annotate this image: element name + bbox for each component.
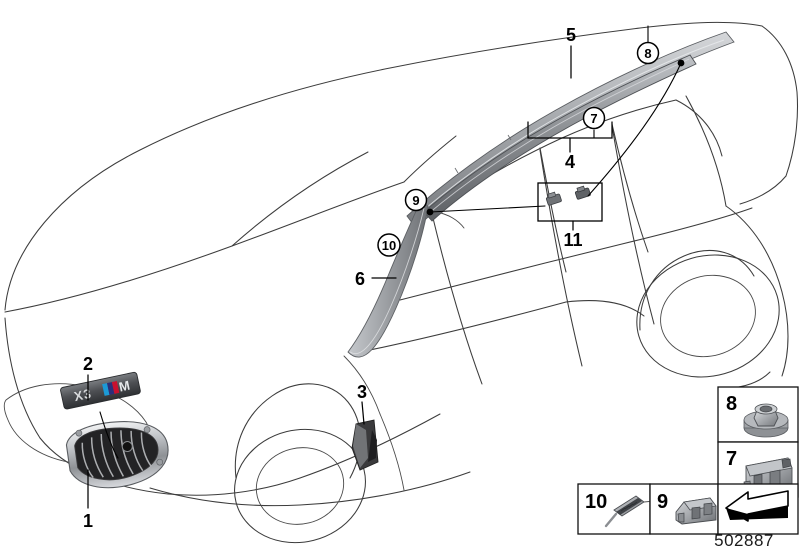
body-clip-left <box>545 191 562 206</box>
svg-text:M: M <box>118 378 132 395</box>
kidney-grille-part <box>65 421 169 489</box>
callout-6[interactable]: 6 <box>355 269 397 289</box>
callout-3-label: 3 <box>357 382 367 402</box>
anchor-dot-pillar <box>426 205 546 216</box>
direction-arrow-icon <box>725 490 789 522</box>
callout-1-label: 1 <box>83 511 93 531</box>
callout-1[interactable]: 1 <box>83 469 93 531</box>
flange-nut-icon <box>743 403 789 438</box>
legend-cell-8[interactable]: 8 <box>717 386 799 443</box>
callout-9[interactable]: 9 <box>404 188 428 212</box>
callout-10[interactable]: 10 <box>377 233 401 257</box>
callout-2[interactable]: 2 <box>83 354 119 459</box>
legend-cell-8-label: 8 <box>726 393 737 415</box>
body-clip-right <box>574 185 591 200</box>
callout-10-label: 10 <box>382 238 396 253</box>
callout-11-label: 11 <box>563 230 582 250</box>
callout-7-label: 7 <box>590 111 597 126</box>
legend-cell-10-label: 10 <box>585 491 607 513</box>
inset-box-11 <box>537 182 603 222</box>
callout-4-label: 4 <box>565 152 575 172</box>
pillar-trim-wedge-part <box>351 419 379 471</box>
callout-9-label: 9 <box>412 193 419 208</box>
legend-cell-9[interactable]: 9 <box>649 483 719 535</box>
callout-5[interactable]: 5 <box>566 25 576 79</box>
legend-cell-10[interactable]: 10 <box>577 483 655 535</box>
pillar-clip-icon <box>675 497 717 525</box>
legend-cell-9-label: 9 <box>657 491 668 513</box>
callout-10-ring <box>377 233 401 257</box>
callout-6-label: 6 <box>355 269 365 289</box>
legend-cell-arrow[interactable] <box>717 483 799 535</box>
callout-4[interactable]: 4 <box>527 121 613 172</box>
callout-9-ring <box>404 188 428 212</box>
callout-7-ring <box>582 106 606 130</box>
trim-retainer-icon <box>604 495 655 528</box>
diagram-id: 502887 <box>714 531 774 550</box>
callout-2-label: 2 <box>83 354 93 374</box>
callout-8-label: 8 <box>644 46 651 61</box>
roof-rail-lower-part <box>423 54 697 222</box>
callout-3[interactable]: 3 <box>357 382 367 425</box>
callout-5-label: 5 <box>566 25 576 45</box>
callout-8-ring <box>636 41 660 65</box>
callout-7[interactable]: 7 <box>582 106 606 139</box>
legend-cell-7-label: 7 <box>726 448 737 470</box>
callout-11[interactable]: 11 <box>537 182 603 250</box>
callout-8[interactable]: 8 <box>636 25 660 65</box>
